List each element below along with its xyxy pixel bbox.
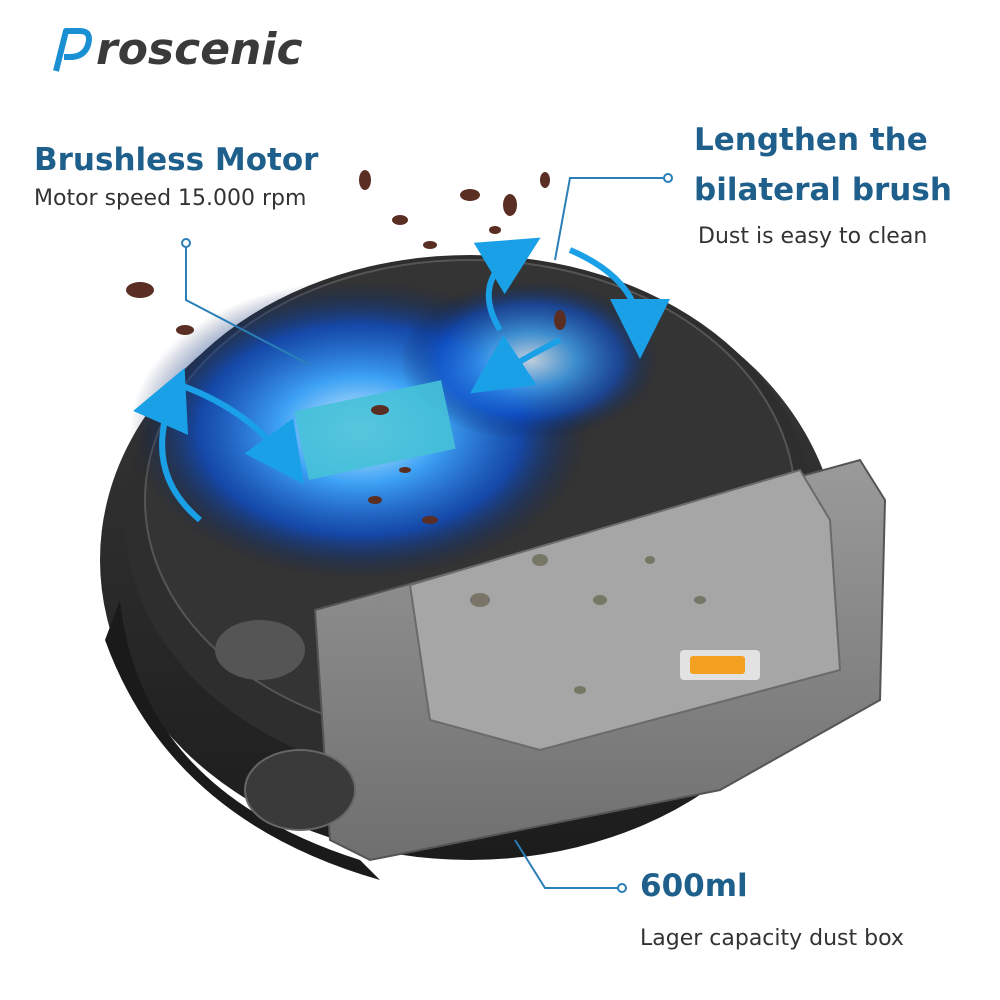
logo-p-icon [53, 28, 92, 72]
dustbox-title: 600ml [640, 868, 748, 904]
brush-subtitle: Dust is easy to clean [698, 224, 928, 249]
brand-logo: roscenic [52, 22, 303, 78]
debris-particles [126, 170, 706, 694]
callout-lines [181, 173, 673, 893]
rotation-arrows [133, 237, 670, 523]
brush-title-line1: Lengthen the [694, 122, 928, 158]
dust-box [313, 458, 887, 862]
dustbox-subtitle: Lager capacity dust box [640, 926, 904, 951]
motor-subtitle: Motor speed 15.000 rpm [34, 186, 307, 211]
drive-wheel [215, 620, 356, 831]
logo-text: roscenic [96, 24, 303, 75]
brush-title-line2: bilateral brush [694, 172, 952, 208]
motor-title: Brushless Motor [34, 142, 319, 178]
